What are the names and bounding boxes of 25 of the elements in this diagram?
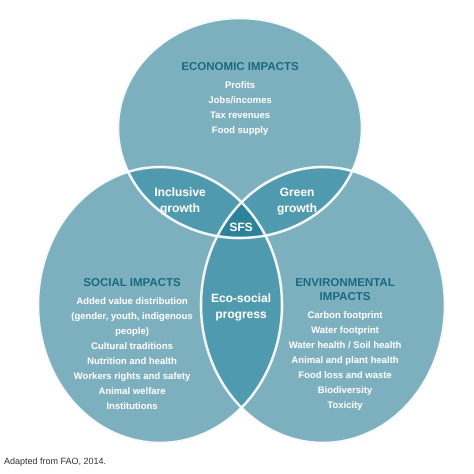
region-label: SFS [228, 219, 254, 235]
circle-heading: ECONOMIC IMPACTS [180, 60, 300, 74]
impact-item: Profits [224, 79, 256, 93]
impact-item: Carbon footprint [306, 309, 384, 323]
impact-item: Water health / Soil health [288, 339, 402, 353]
caption: Adapted from FAO, 2014. [4, 456, 106, 466]
circle-heading: SOCIAL IMPACTS [82, 276, 182, 290]
region-label: Eco-social progress [210, 290, 272, 322]
impact-item: Animal and plant health [290, 354, 400, 368]
impact-item: Toxicity [326, 399, 364, 413]
impact-item: Cultural traditions [90, 340, 174, 354]
impact-item: Food supply [210, 124, 270, 138]
impact-item: Added value distribution (gender, youth, indigenous people) [70, 295, 194, 339]
impact-item: Food loss and waste [297, 369, 393, 383]
impact-item: Jobs/incomes [207, 94, 273, 108]
region-label: Green growth [276, 184, 318, 216]
impact-item: Institutions [105, 400, 159, 414]
impact-item: Tax revenues [208, 109, 272, 123]
impact-item: Animal welfare [97, 385, 167, 399]
impact-item: Biodiversity [316, 384, 374, 398]
circle-heading: ENVIRONMENTAL IMPACTS [294, 276, 396, 304]
region-label: Inclusive growth [153, 184, 207, 216]
impact-item: Workers rights and safety [72, 370, 192, 384]
impact-item: Water footprint [310, 324, 380, 338]
impact-item: Nutrition and health [86, 355, 178, 369]
